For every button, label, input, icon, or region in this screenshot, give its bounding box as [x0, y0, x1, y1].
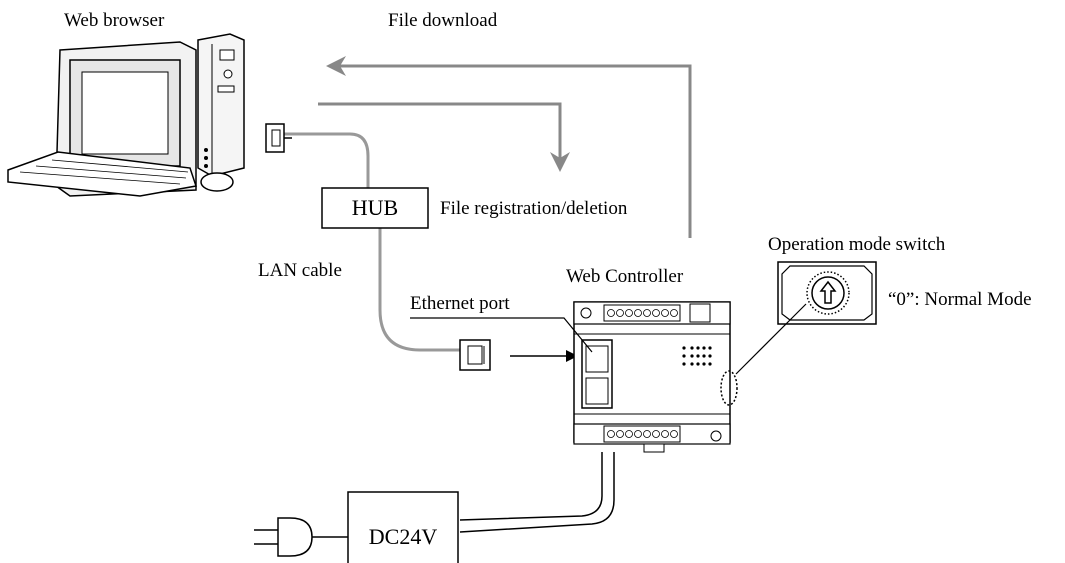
file-download-arrow — [326, 56, 692, 238]
file-registration-label: File registration/deletion — [440, 198, 628, 219]
operation-mode-switch-label: Operation mode switch — [768, 234, 946, 255]
ethernet-port-leader — [410, 317, 593, 353]
file-download-label: File download — [388, 10, 498, 31]
hub-box: HUB — [321, 187, 429, 229]
web-browser-label: Web browser — [64, 10, 165, 31]
web-controller-device — [573, 301, 738, 453]
port-arrow — [510, 350, 578, 362]
lan-connector-bottom-icon — [459, 339, 491, 371]
power-plug-icon — [254, 517, 313, 557]
file-registration-arrow — [318, 102, 570, 172]
lan-connector-top-icon — [265, 123, 292, 153]
switch-location-marker — [720, 370, 738, 406]
lan-cable — [280, 132, 462, 352]
web-controller-label: Web Controller — [566, 266, 684, 287]
power-supply-box: DC24V — [347, 491, 459, 563]
normal-mode-label: “0”: Normal Mode — [888, 289, 1032, 310]
power-cable — [310, 452, 615, 538]
ethernet-port-label: Ethernet port — [410, 293, 510, 314]
lan-cable-label: LAN cable — [258, 260, 342, 281]
power-label: DC24V — [369, 524, 438, 549]
hub-label: HUB — [352, 195, 398, 220]
switch-leader-line — [735, 303, 807, 375]
operation-mode-switch-icon — [777, 261, 877, 325]
computer-icon — [7, 33, 245, 197]
